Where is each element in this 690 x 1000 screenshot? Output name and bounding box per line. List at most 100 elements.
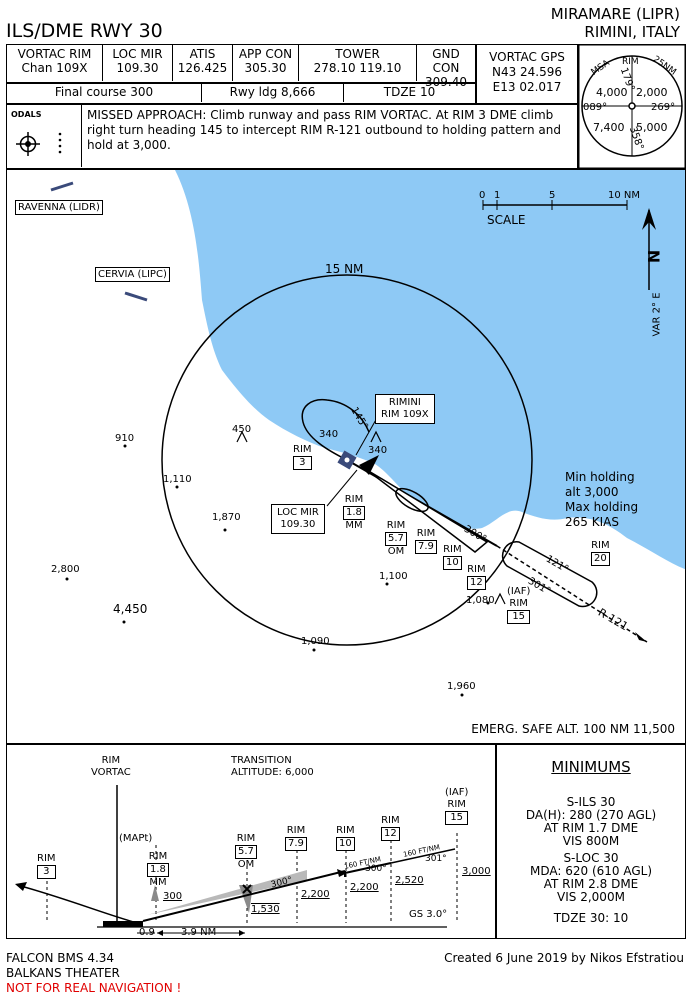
loc-mir-box: LOC MIR 109.30 <box>271 504 325 534</box>
profile-alt-2520: 2,520 <box>395 875 424 886</box>
vortac-gps-lat: N43 24.596 <box>491 65 563 79</box>
msa-fix: RIM <box>622 57 639 67</box>
distance-0-9: 0.9 <box>139 927 155 938</box>
loc-name: LOC MIR <box>277 507 319 518</box>
msa-alt-se: 5,000 <box>636 121 668 134</box>
outer-marker-symbol <box>395 487 429 513</box>
elevation: 340 <box>319 429 339 440</box>
tdze: TDZE 10 <box>383 85 436 99</box>
scale-label: SCALE <box>487 213 526 227</box>
plan-view-graphics <box>50 170 685 697</box>
scale-10: 10 NM <box>608 190 641 201</box>
ravenna-runway <box>50 181 74 192</box>
msa-alt-ne: 2,000 <box>636 86 668 99</box>
elevation: 2,800 <box>51 564 80 575</box>
profile-mapt: (MAPt) <box>119 833 153 844</box>
profile-alt-1530: 1,530 <box>251 904 280 915</box>
footer-simulator: FALCON BMS 4.34 <box>6 951 115 965</box>
elevation: 1,100 <box>379 571 408 582</box>
airport-name: MIRAMARE (LIPR) <box>550 5 680 23</box>
msa-radial-089: 089° <box>583 102 608 113</box>
footer-credit: Created 6 June 2019 by Nikos Efstratiou <box>444 951 684 965</box>
minimums-tdze: TDZE 30: 10 <box>553 911 629 925</box>
rimini-name: RIMINI <box>388 397 421 408</box>
elevation: 1,870 <box>212 512 241 523</box>
distance-3-9: 3.9 NM <box>181 927 217 938</box>
vortac-symbol <box>337 450 357 470</box>
profile-course: 301° <box>425 854 447 864</box>
scale-1: 1 <box>494 190 501 201</box>
course-row: Final course 300 Rwy ldg 8,666 TDZE 10 <box>6 83 476 104</box>
msa-radial-269: 269° <box>651 102 676 113</box>
sea-area <box>175 170 685 570</box>
plan-view: RAVENNA (LIDR) CERVIA (LIPC) 0 1 5 10 NM… <box>6 169 686 744</box>
elevation: 340 <box>368 445 388 456</box>
cervia-runway <box>124 291 148 302</box>
minimums-title: MINIMUMS <box>551 758 631 776</box>
elevation: 1,080 <box>466 595 495 606</box>
north-label: N <box>644 249 664 264</box>
msa-diagram <box>578 44 686 169</box>
profile-graphics <box>15 785 458 936</box>
localizer-symbol <box>359 455 379 475</box>
profile-alt-3000: 3,000 <box>462 866 491 877</box>
msa-alt-sw: 7,400 <box>593 121 625 134</box>
ring-label: 15 NM <box>325 262 364 276</box>
footer-theater: BALKANS THEATER <box>6 966 120 980</box>
profile-course: 300° <box>365 864 387 874</box>
profile-alt-2200: 2,200 <box>301 889 330 900</box>
vortac-gps-lon: E13 02.017 <box>492 80 562 94</box>
lighting-system-icon <box>16 132 62 156</box>
elevation: 1,090 <box>301 636 330 647</box>
glideslope-angle: GS 3.0° <box>409 909 448 920</box>
profile-alt-2200-b: 2,200 <box>350 882 379 893</box>
airport-location: RIMINI, ITALY <box>584 23 680 41</box>
range-ring <box>161 274 533 646</box>
chart-title: ILS/DME RWY 30 <box>6 20 163 42</box>
scale-5: 5 <box>549 190 556 201</box>
final-course: Final course 300 <box>7 84 202 102</box>
elevation: 1,960 <box>447 681 476 692</box>
airfield-cervia: CERVIA (LIPC) <box>95 267 170 282</box>
msa-alt-nw: 4,000 <box>596 86 628 99</box>
elevation: 910 <box>115 433 135 444</box>
odals-label: ODALS <box>11 110 42 119</box>
elevation: 1,110 <box>163 474 192 485</box>
runway-landing-length: Rwy ldg 8,666 <box>202 84 344 102</box>
vortac-gps-label: VORTAC GPS <box>489 50 565 64</box>
scale-0: 0 <box>479 190 486 201</box>
elevation: 4,450 <box>113 602 148 616</box>
magnetic-variation: VAR 2° E <box>651 292 663 337</box>
missed-approach-box: ODALS MISSED APPROACH: Climb runway and … <box>6 104 578 169</box>
loc-frequency: 109.30 <box>280 519 316 530</box>
vortac-gps-box: VORTAC GPS N43 24.596 E13 02.017 <box>476 44 578 104</box>
airfield-ravenna: RAVENNA (LIDR) <box>15 200 103 215</box>
